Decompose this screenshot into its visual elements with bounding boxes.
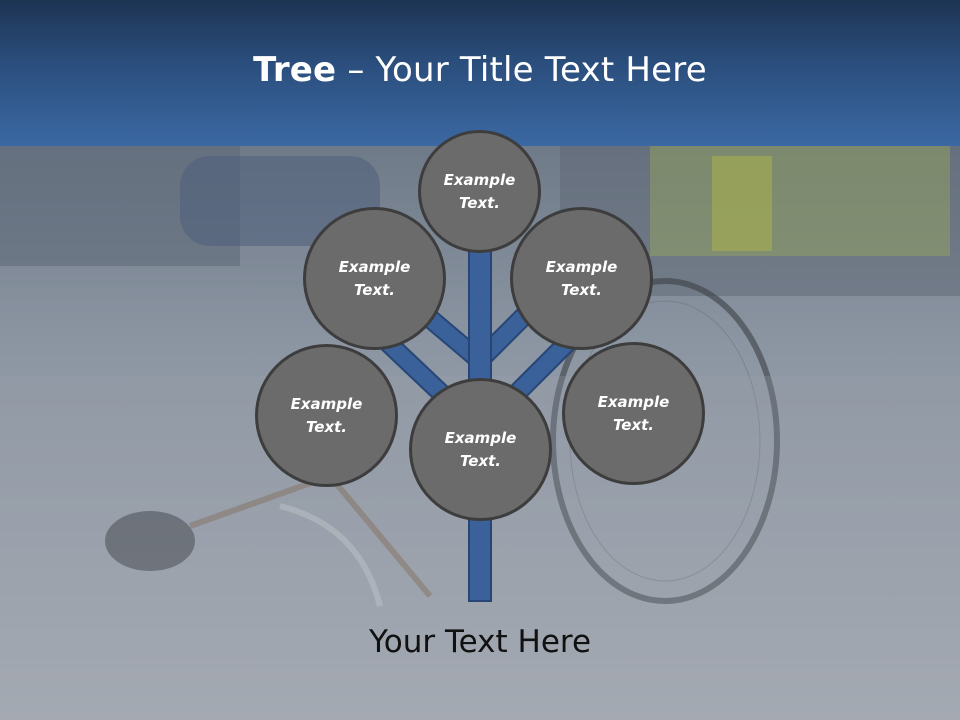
slide-title: Tree – Your Title Text Here — [0, 50, 960, 90]
caption-text: Your Text Here — [368, 624, 592, 660]
node-lower-right-label: Example Text. — [597, 392, 670, 434]
node-upper-left-label: Example Text. — [338, 257, 411, 299]
node-center-label: Example Text. — [444, 428, 517, 470]
node-lower-left-label: Example Text. — [290, 394, 363, 436]
node-upper-right: Example Text. — [510, 207, 653, 350]
node-top: Example Text. — [418, 130, 541, 253]
node-lower-right: Example Text. — [562, 342, 705, 485]
title-bold: Tree — [253, 50, 337, 90]
node-upper-right-label: Example Text. — [545, 257, 618, 299]
node-lower-left: Example Text. — [255, 344, 398, 487]
node-upper-left: Example Text. — [303, 207, 446, 350]
title-bar — [0, 0, 960, 146]
node-top-label: Example Text. — [443, 170, 516, 212]
node-center: Example Text. — [409, 378, 552, 521]
title-rest: – Your Title Text Here — [336, 50, 707, 90]
